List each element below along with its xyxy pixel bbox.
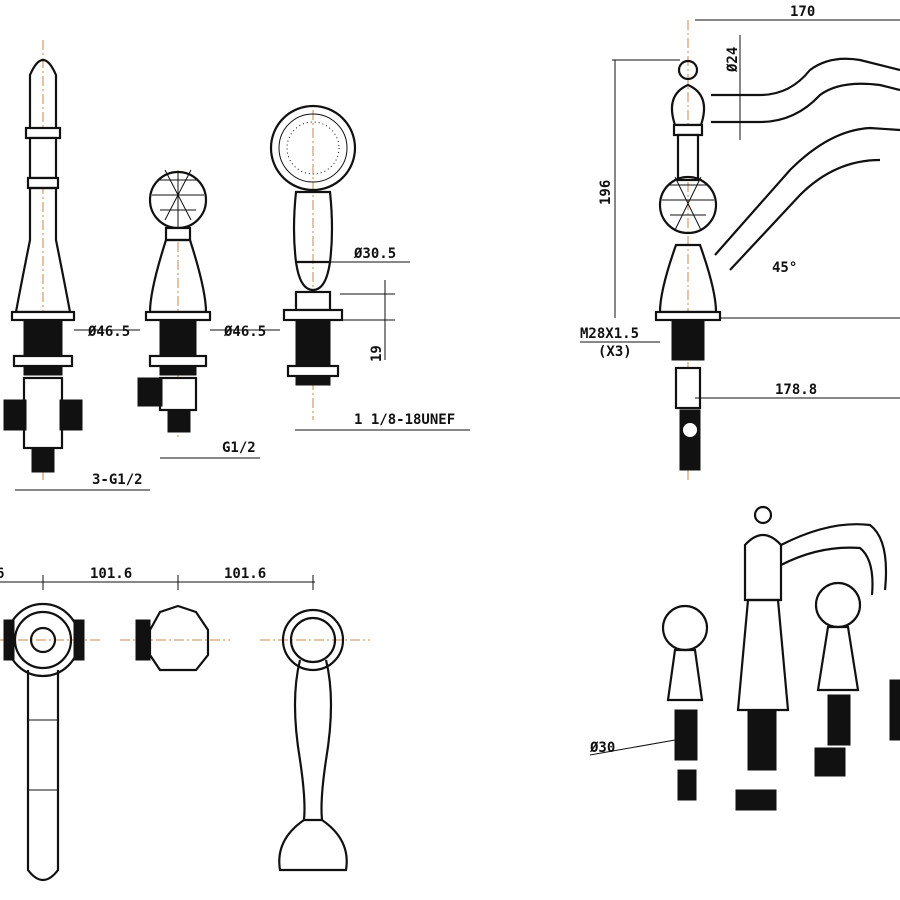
dim-spout-inlets: 3-G1/2	[92, 472, 143, 488]
dim-overall-reach: 170	[790, 4, 815, 20]
assembly-view	[661, 505, 900, 811]
dim-handshower-diameter: Ø30.5	[353, 246, 396, 262]
dim-handshower-base-height: 19	[369, 345, 385, 362]
dim-overall-height: 196	[598, 180, 614, 205]
dim-thread-qty: (X3)	[598, 344, 632, 360]
dim-spout-projection: 178.8	[775, 382, 817, 398]
dim-handle-base-diameter: Ø46.5	[223, 324, 266, 340]
dim-hose-thread: 1 1/8-18UNEF	[354, 412, 455, 428]
plan-views	[0, 602, 370, 882]
dim-handle-escutcheon-diameter: Ø30	[589, 740, 615, 756]
dimension-lines	[0, 19, 900, 756]
dim-partial-left: 6	[0, 566, 4, 582]
dim-spacing-2: 101.6	[224, 566, 266, 582]
dim-thread-spec: M28X1.5	[580, 326, 639, 342]
spout-elevation	[3, 40, 83, 480]
dim-handle-inlet: G1/2	[222, 440, 256, 456]
side-elevation	[654, 20, 900, 480]
dim-spout-diameter: Ø24	[725, 47, 741, 73]
dim-spout-base-diameter: Ø46.5	[87, 324, 130, 340]
dim-handshower-angle: 45°	[772, 260, 797, 276]
handshower-elevation	[269, 104, 357, 420]
dim-spacing-1: 101.6	[90, 566, 132, 582]
handle-elevation	[137, 169, 212, 440]
